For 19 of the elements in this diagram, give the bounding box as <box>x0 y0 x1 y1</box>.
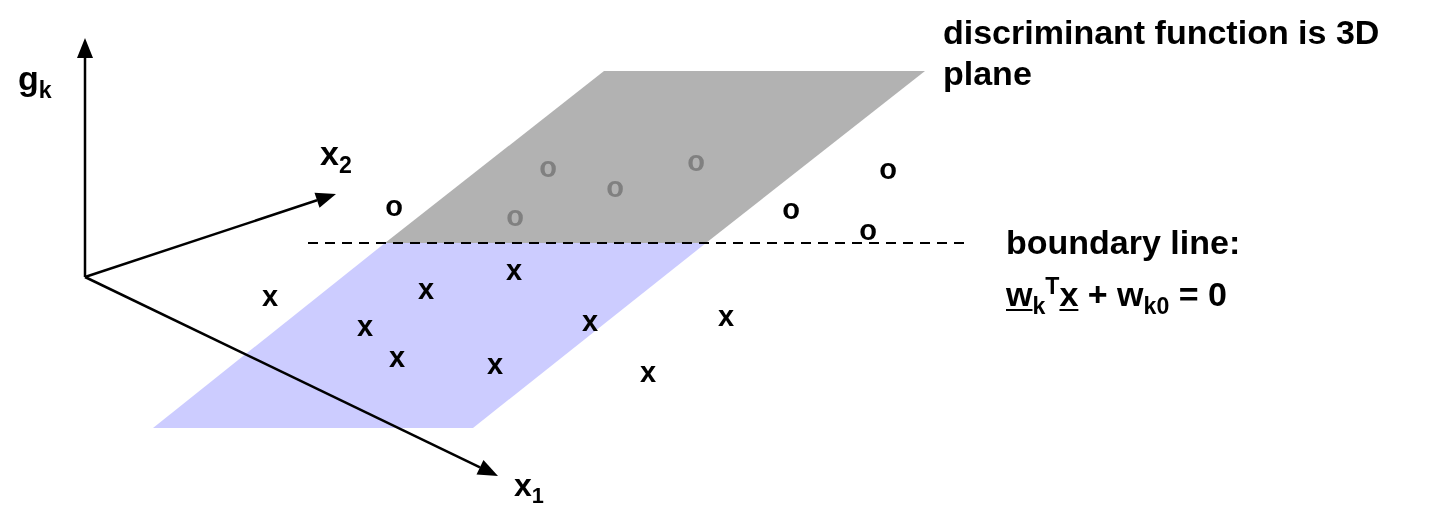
data-point-label: o <box>859 215 877 245</box>
annotation-text: discriminant function is 3D plane <box>943 12 1381 95</box>
data-point-label: x <box>261 281 279 311</box>
data-point-label: o <box>782 194 800 224</box>
data-point-label: x <box>417 274 435 304</box>
data-point-label: x <box>639 357 657 387</box>
equation-text: w$_{k}$$^{T}$x + w$_{k0}$ = 0 <box>1006 274 1227 316</box>
data-point-label: o <box>879 154 897 184</box>
annotation-text: boundary line: <box>1006 222 1241 263</box>
data-point-label: o <box>385 191 403 221</box>
data-point-label: x <box>356 311 374 341</box>
data-point-label: x <box>486 349 504 379</box>
data-point-label: x <box>717 301 735 331</box>
data-point-label: x <box>505 255 523 285</box>
axis-label: x$_{2}$ <box>320 133 352 175</box>
axis-label: g$_{k}$ <box>18 58 52 100</box>
data-point-label: x <box>388 342 406 372</box>
data-point-label: x <box>581 306 599 336</box>
axis-label: x$_{1}$ <box>514 466 544 506</box>
